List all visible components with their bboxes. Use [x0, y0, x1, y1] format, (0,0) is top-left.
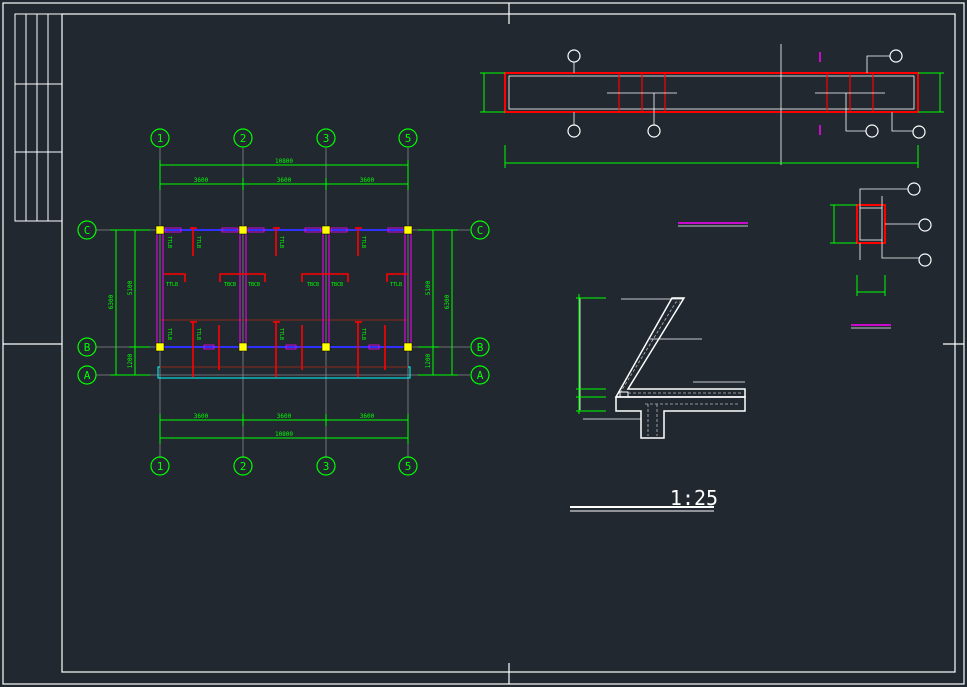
- grid-bubble-left-a: A: [84, 369, 91, 382]
- grid-bubbles-right: [470, 220, 490, 385]
- beam-label-upper-2: TTLB: [278, 236, 284, 248]
- grid-bubble-left-c: C: [84, 224, 91, 237]
- grid-bubble-bottom-3: 3: [323, 460, 330, 473]
- structural-plan: 10800 3600 3600 3600 3600 3600 3600 1080…: [77, 128, 490, 476]
- grid-bubbles-bottom: [150, 456, 418, 476]
- beam-label-mid-6: TTLB: [390, 282, 402, 288]
- grid-bubble-right-c: C: [477, 224, 484, 237]
- dim-bottom-total: 10800: [275, 431, 293, 438]
- dim-left-outer: 6300: [108, 294, 115, 309]
- canopy-section: [576, 294, 746, 439]
- beam-label-mid-4: TBCB: [307, 282, 319, 288]
- right-dimensions: [418, 229, 458, 376]
- callout-bubbles: [567, 49, 926, 139]
- beam-label-upper-3: TTLB: [360, 236, 366, 248]
- column-section: [830, 182, 932, 296]
- top-dimensions: [159, 160, 409, 190]
- bottom-dimensions: [159, 414, 409, 444]
- dim-right-inner: 5100: [425, 280, 432, 295]
- beam-label-upper-1: TTLB: [195, 236, 201, 248]
- grid-bubble-bottom-1: 1: [157, 460, 164, 473]
- grid-bubble-top-2: 2: [240, 132, 247, 145]
- beam-label-mid-3: TBCB: [248, 282, 260, 288]
- beam-label-lower-2: TTLB: [278, 328, 284, 340]
- columns: [155, 225, 413, 352]
- dim-bottom-span-1: 3600: [194, 413, 209, 420]
- grid-bubbles-top: [150, 128, 418, 148]
- grid-bubble-bottom-4: 5: [405, 460, 412, 473]
- beam-label-upper-4: TTLB: [166, 236, 172, 248]
- section-marks: [678, 222, 891, 326]
- beam-label-lower-1: TTLB: [195, 328, 201, 340]
- grid-bubble-left-b: B: [84, 341, 91, 354]
- grid-bubble-top-4: 5: [405, 132, 412, 145]
- dim-bottom-span-3: 3600: [360, 413, 375, 420]
- canopy-edge: [157, 366, 411, 379]
- beam-label-lower-4: TTLB: [166, 328, 172, 340]
- dim-left-inner: 5100: [127, 280, 134, 295]
- dim-left-lower: 1200: [127, 353, 134, 368]
- horizontal-beams: [160, 229, 408, 348]
- vertical-beams: [156, 230, 412, 347]
- beam-elevation: [480, 44, 944, 168]
- grid-bubble-bottom-2: 2: [240, 460, 247, 473]
- beam-label-mid-1: TTLB: [166, 282, 178, 288]
- grid-bubble-top-1: 1: [157, 132, 164, 145]
- beam-label-lower-3: TTLB: [360, 328, 366, 340]
- left-dimensions: [110, 229, 150, 376]
- grid-bubbles-left: [77, 220, 97, 385]
- scale-annotation: 1:25: [570, 486, 718, 512]
- beam-label-mid-5: TBCB: [331, 282, 343, 288]
- dim-top-span-2: 3600: [277, 177, 292, 184]
- dim-right-outer: 6300: [444, 294, 451, 309]
- grid-bubble-right-a: A: [477, 369, 484, 382]
- grid-lines: [96, 148, 470, 458]
- rebar-marks: [164, 227, 408, 377]
- dim-top-span-1: 3600: [194, 177, 209, 184]
- dim-top-total: 10800: [275, 158, 293, 165]
- title-block-strip: [14, 13, 63, 222]
- grid-bubble-right-b: B: [477, 341, 484, 354]
- dim-right-lower: 1200: [425, 353, 432, 368]
- beam-label-mid-2: TBCB: [224, 282, 236, 288]
- dim-bottom-span-2: 3600: [277, 413, 292, 420]
- dim-top-span-3: 3600: [360, 177, 375, 184]
- grid-bubble-top-3: 3: [323, 132, 330, 145]
